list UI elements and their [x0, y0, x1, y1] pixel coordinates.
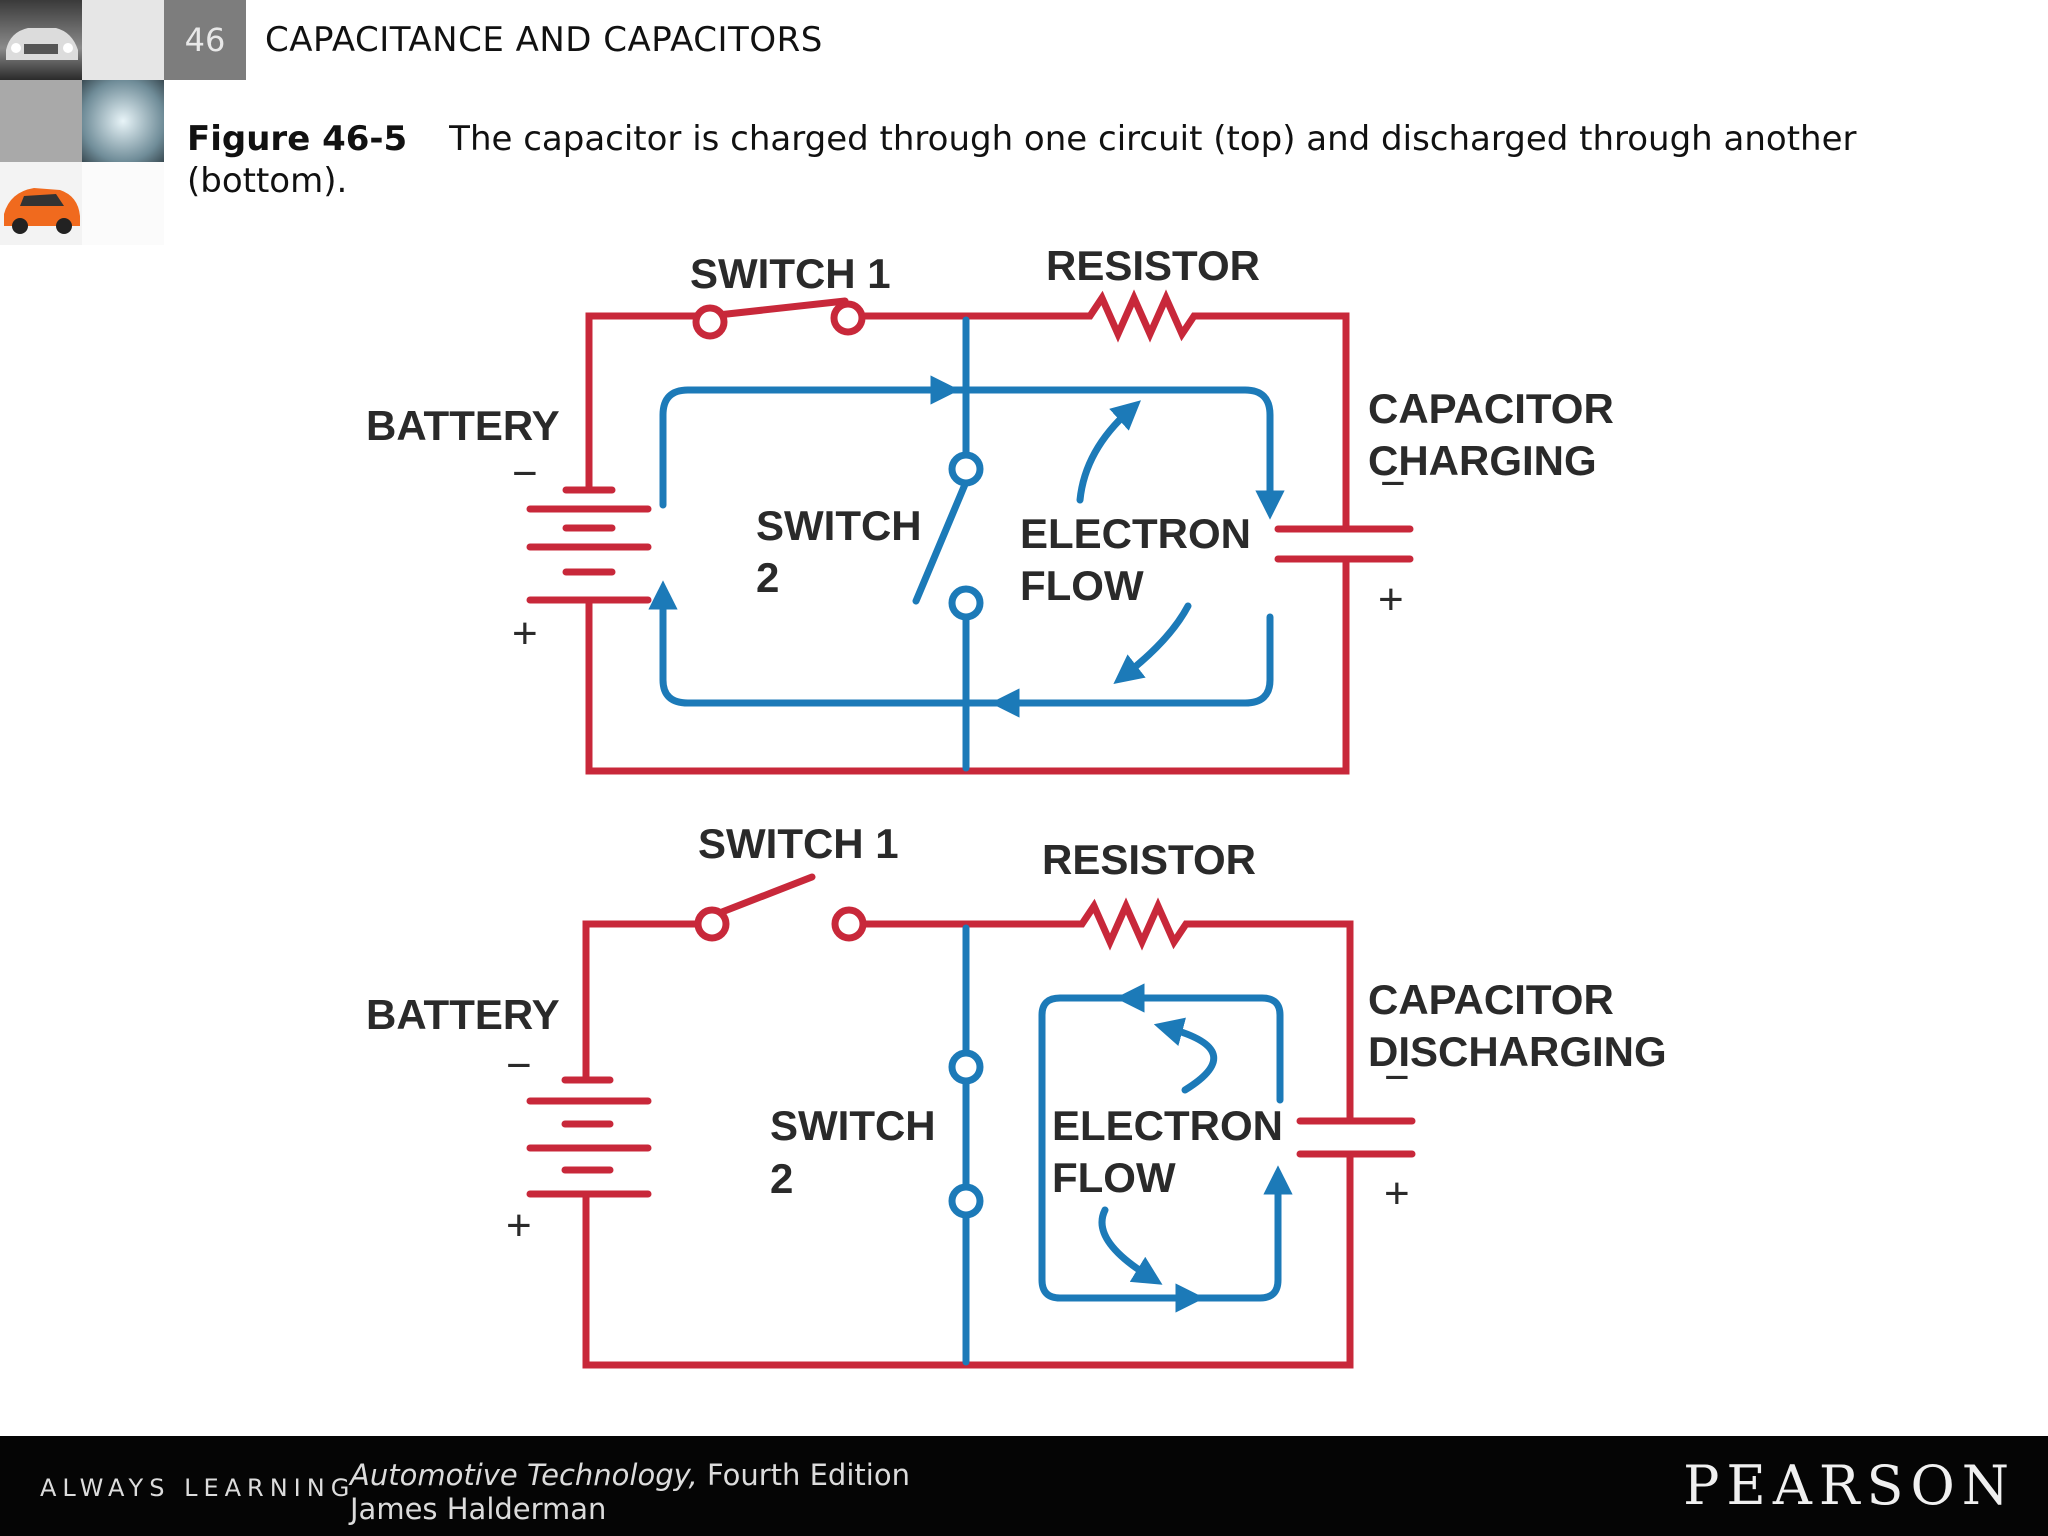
turbine-thumbnail-image	[82, 80, 164, 162]
bottom-capacitor-minus: −	[1384, 1053, 1410, 1102]
bottom-switch1-label: SWITCH 1	[698, 820, 899, 867]
top-capacitor-label-line2: CHARGING	[1368, 437, 1597, 484]
white-block	[82, 162, 164, 245]
top-switch2-label-line1: SWITCH	[756, 502, 922, 549]
book-edition: Fourth Edition	[697, 1458, 910, 1492]
top-resistor-label: RESISTOR	[1046, 242, 1260, 289]
bottom-capacitor-plus: +	[1384, 1169, 1410, 1218]
figure-caption-text: The capacitor is charged through one cir…	[187, 119, 1857, 201]
bottom-flow-label-line1: ELECTRON	[1052, 1102, 1283, 1149]
bottom-battery-minus: −	[506, 1041, 532, 1090]
footer-bar: ALWAYS LEARNING Automotive Technology, F…	[0, 1436, 2048, 1536]
top-battery-label: BATTERY	[366, 402, 560, 449]
top-battery-minus: −	[512, 449, 538, 498]
top-battery-plus: +	[512, 609, 538, 658]
top-switch1-terminal	[692, 304, 728, 340]
top-switch1-label: SWITCH 1	[690, 250, 891, 297]
bottom-switch2-label-line1: SWITCH	[770, 1102, 936, 1149]
top-capacitor-minus: −	[1380, 459, 1406, 508]
grey-block	[0, 80, 82, 162]
top-flow-label-line1: ELECTRON	[1020, 510, 1251, 557]
bottom-switch1-terminal	[831, 906, 867, 942]
chapter-number: 46	[164, 0, 246, 80]
top-flow-label-line2: FLOW	[1020, 562, 1144, 609]
bottom-capacitor-label-line1: CAPACITOR	[1368, 976, 1614, 1023]
orange-car-thumbnail-image	[0, 162, 82, 245]
bottom-capacitor-label-line2: DISCHARGING	[1368, 1028, 1667, 1075]
top-capacitor-label-line1: CAPACITOR	[1368, 385, 1614, 432]
car-silhouette-icon	[6, 28, 78, 60]
car-thumbnail-image	[0, 0, 82, 80]
bottom-flow-label-line2: FLOW	[1052, 1154, 1176, 1201]
top-switch1-terminal	[830, 300, 866, 336]
bottom-switch2-label-line2: 2	[770, 1155, 793, 1202]
always-learning-tagline: ALWAYS LEARNING	[40, 1474, 356, 1502]
book-author: James Halderman	[350, 1492, 607, 1526]
bottom-red-wires	[526, 873, 1416, 1369]
top-switch2-terminal	[948, 451, 984, 487]
top-capacitor-plus: +	[1378, 575, 1404, 624]
top-switch2-label-line2: 2	[756, 554, 779, 601]
pearson-logo: PEARSON	[1683, 1454, 2016, 1517]
bottom-switch2-terminal	[948, 1049, 984, 1085]
grey-block	[82, 0, 164, 80]
figure-label: Figure 46-5	[187, 119, 408, 159]
bottom-electron-flow	[1038, 983, 1293, 1313]
top-electron-flow	[648, 375, 1285, 718]
bottom-battery-plus: +	[506, 1201, 532, 1250]
bottom-resistor-label: RESISTOR	[1042, 836, 1256, 883]
top-circuit	[526, 289, 1414, 775]
top-switch2-terminal	[948, 585, 984, 621]
car-silhouette-icon	[4, 188, 80, 234]
bottom-circuit	[526, 873, 1416, 1369]
bottom-switch2-terminal	[948, 1183, 984, 1219]
header-thumbnails	[0, 0, 164, 245]
chapter-title: CAPACITANCE AND CAPACITORS	[265, 20, 823, 60]
bottom-switch1-terminal	[694, 906, 730, 942]
circuit-diagram: SWITCH 1 RESISTOR BATTERY − + CAPACITOR …	[366, 242, 1667, 1369]
book-title: Automotive Technology,	[350, 1458, 698, 1492]
bottom-battery-label: BATTERY	[366, 991, 560, 1038]
book-info: Automotive Technology, Fourth Edition Ja…	[350, 1458, 910, 1526]
